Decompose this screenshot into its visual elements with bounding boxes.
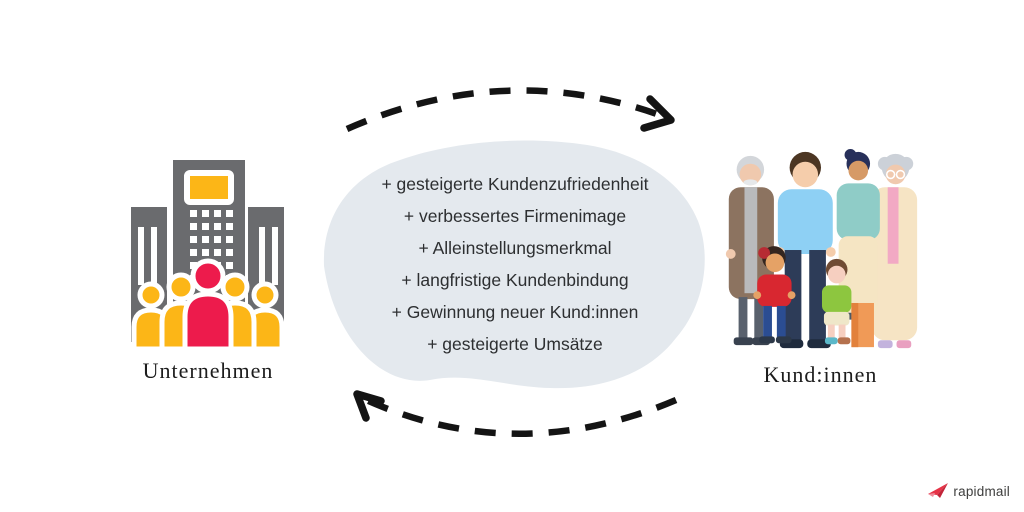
blob-shape [323, 140, 705, 389]
building-sign [184, 170, 234, 205]
customers-label: Kund:innen [763, 362, 878, 387]
benefit-item: + verbessertes Firmenimage [403, 206, 627, 226]
person-boy-red [752, 246, 795, 344]
customers-entity: Kund:innen [718, 148, 923, 388]
company-entity: Unternehmen [118, 160, 298, 384]
rapidmail-logo: rapidmail [928, 483, 1010, 499]
customers-group-icon [725, 148, 917, 349]
employee-highlighted [182, 258, 234, 350]
benefit-item: + gesteigerte Umsätze [427, 334, 603, 354]
benefit-item: + gesteigerte Kundenzufriedenheit [381, 174, 649, 194]
benefit-item: + Gewinnung neuer Kund:innen [391, 302, 639, 322]
paper-plane-icon [928, 483, 949, 498]
logo-text: rapidmail [953, 483, 1010, 499]
person-elderly-woman [871, 153, 917, 349]
person-man [774, 151, 836, 349]
person-elderly-man [725, 155, 774, 346]
benefit-item: + langfristige Kundenbindung [401, 270, 629, 290]
employee-figures [131, 258, 285, 350]
shopping-bag-icon [850, 302, 874, 348]
benefit-item: + Alleinstellungsmerkmal [418, 238, 612, 258]
person-boy-green [821, 258, 851, 345]
company-label: Unternehmen [142, 358, 274, 383]
company-building-icon [131, 160, 285, 350]
arrow-customers-to-company-icon [353, 390, 678, 437]
benefits-blob: + gesteigerte Kundenzufriedenheit + verb… [320, 135, 710, 393]
benefits-list: + gesteigerte Kundenzufriedenheit + verb… [320, 135, 710, 393]
arrow-company-to-customers-icon [345, 87, 675, 132]
